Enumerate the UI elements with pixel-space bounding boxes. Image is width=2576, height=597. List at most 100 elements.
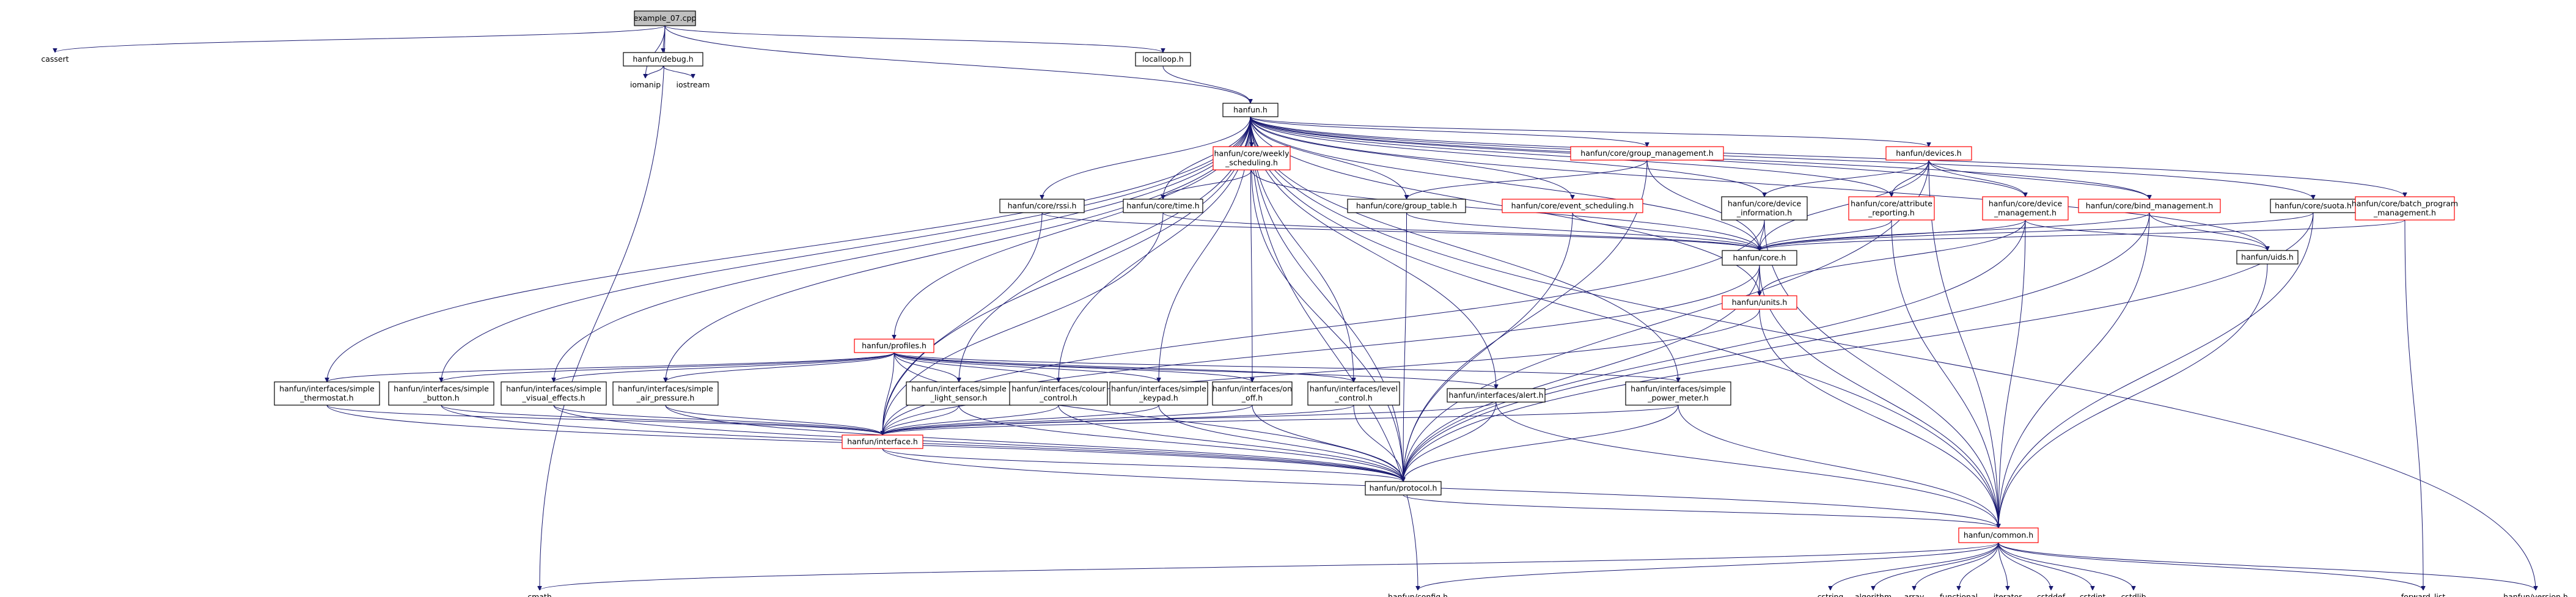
node-label: array [1904,592,1925,597]
file-node-level[interactable]: hanfun/interfaces/level_control.h [1307,381,1400,406]
node-box [1222,103,1279,117]
include-edge [1250,116,2313,199]
file-node-attrrep[interactable]: hanfun/core/attribute_reporting.h [1848,196,1935,221]
file-node-airpressure[interactable]: hanfun/interfaces/simple_air_pressure.h [612,381,719,406]
file-node-visual[interactable]: hanfun/interfaces/simple_visual_effects.… [501,381,607,406]
include-edge [1998,212,2314,528]
file-node-debug[interactable]: hanfun/debug.h [623,52,703,67]
node-box [2355,196,2455,221]
include-edge [883,212,1164,435]
file-node-common[interactable]: hanfun/common.h [1958,527,2039,543]
node-box [1123,199,1203,213]
file-node-onoff[interactable]: hanfun/interfaces/on_off.h [1212,381,1293,406]
node-label: iterator [1994,592,2022,597]
include-edge [645,65,664,79]
include-edge [894,352,1678,383]
include-edge [1250,116,1647,147]
include-edge [441,405,883,436]
file-node-root[interactable]: example_07.cpp [634,10,697,26]
file-node-profiles[interactable]: hanfun/profiles.h [854,339,934,353]
node-box [842,434,923,449]
node-box [2236,250,2299,265]
include-edge [1572,212,1760,251]
node-label: hanfun/version.h [2503,592,2568,597]
include-edge [1252,405,1403,482]
include-edge [554,116,1251,382]
node-label: hanfun/interfaces/on [1213,384,1292,394]
file-node-localloop[interactable]: localloop.h [1135,52,1191,67]
node-box [1365,481,1442,496]
include-edge [665,405,883,436]
include-edge [2149,212,2267,251]
file-node-alert[interactable]: hanfun/interfaces/alert.h [1447,388,1546,403]
file-node-devinfo[interactable]: hanfun/core/device_information.h [1721,196,1808,221]
file-node-lightsensor[interactable]: hanfun/interfaces/simple_light_sensor.h [906,381,1012,406]
node-box [388,381,494,406]
include-edge [1250,116,1998,528]
node-box [1848,196,1935,221]
file-node-batch[interactable]: hanfun/core/batch_program_management.h [2352,196,2458,221]
file-node-button[interactable]: hanfun/interfaces/simple_button.h [388,381,494,406]
include-edge [1162,212,1760,251]
include-edge [441,352,895,383]
file-node-keypad[interactable]: hanfun/interfaces/simple_keypad.h [1109,381,1208,406]
include-edge [1998,542,2423,591]
file-node-uids[interactable]: hanfun/uids.h [2236,250,2299,265]
node-label: hanfun/core/bind_management.h [2086,201,2213,210]
include-edge [883,405,1159,436]
node-box [2078,199,2221,213]
node-label: hanfun/config.h [1388,592,1448,597]
node-label: hanfun/core/suota.h [2275,201,2352,210]
include-edge [883,405,960,436]
file-node-devices[interactable]: hanfun/devices.h [1885,146,1972,161]
include-edge [1403,212,2150,482]
file-node-hanfun[interactable]: hanfun.h [1222,103,1279,117]
include-edge [553,405,1403,482]
file-node-bindmgmt[interactable]: hanfun/core/bind_management.h [2078,199,2221,213]
node-label: hanfun/core/batch_program [2352,199,2458,208]
file-node-protocol[interactable]: hanfun/protocol.h [1365,481,1442,496]
file-node-thermostat[interactable]: hanfun/interfaces/simple_thermostat.h [274,381,380,406]
node-label: _power_meter.h [1647,394,1708,403]
file-node-eventsched[interactable]: hanfun/core/event_scheduling.h [1502,199,1643,213]
node-box [1625,381,1731,406]
file-node-devmgmt[interactable]: hanfun/core/device_management.h [1982,196,2069,221]
node-label: cstddef [2037,592,2066,597]
node-label: example_07.cpp [634,13,697,23]
include-edge [1403,405,1679,482]
include-edge [1998,263,2268,528]
file-node-core[interactable]: hanfun/core.h [1722,250,1797,266]
node-label: hanfun/interfaces/simple [279,384,375,394]
file-node-rssi[interactable]: hanfun/core/rssi.h [999,199,1085,213]
file-node-weekly[interactable]: hanfun/core/weekly_scheduling.h [1213,146,1291,170]
include-edge [645,25,666,78]
include-edge [2404,219,2423,590]
include-edge [894,352,1403,482]
include-edge [1998,542,2536,591]
node-label: functional [1940,592,1978,597]
file-node-colour[interactable]: hanfun/interfaces/colour_control.h [1009,381,1108,406]
file-node-units[interactable]: hanfun/units.h [1722,295,1797,310]
node-label: cstdlib [2121,592,2146,597]
file-node-interface[interactable]: hanfun/interface.h [842,434,923,449]
node-box [1109,381,1208,406]
include-edge [1760,219,2026,296]
file-node-grouptable[interactable]: hanfun/core/group_table.h [1347,199,1466,213]
file-node-powermeter[interactable]: hanfun/interfaces/simple_power_meter.h [1625,381,1731,406]
include-edge [1403,212,1573,482]
node-box [854,339,934,353]
node-label: cstdint [2080,592,2106,597]
node-box [1722,295,1797,310]
file-node-groupmgmt[interactable]: hanfun/core/group_management.h [1570,146,1724,161]
include-edge [894,352,1059,383]
include-edge [666,352,895,383]
node-label: _light_sensor.h [930,394,987,403]
file-node-time[interactable]: hanfun/core/time.h [1123,199,1203,213]
node-label: hanfun/interfaces/level [1310,384,1398,394]
include-edge [1403,265,1760,482]
file-node-suota[interactable]: hanfun/core/suota.h [2270,199,2357,213]
include-edge [553,405,883,436]
include-edge [1403,212,1407,482]
include-edge [1998,542,2093,590]
